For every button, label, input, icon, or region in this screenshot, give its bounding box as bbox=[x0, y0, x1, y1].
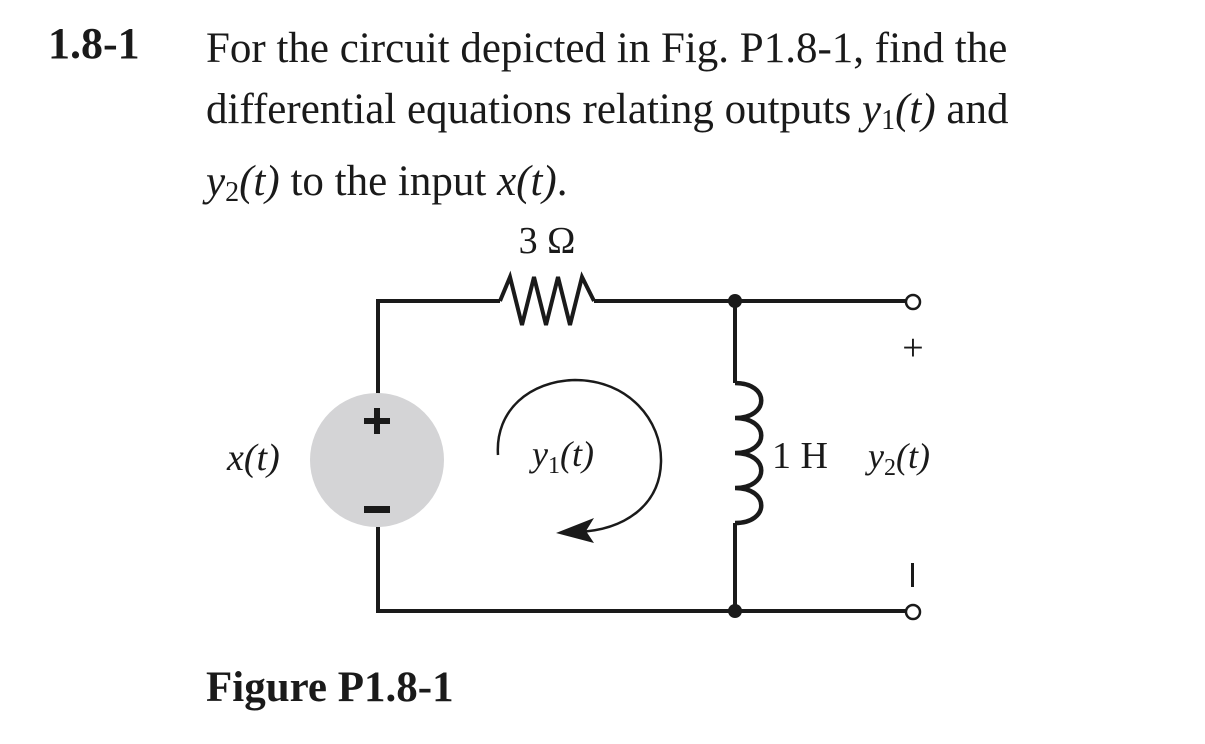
voltage-source bbox=[310, 393, 444, 527]
output-var: y bbox=[865, 436, 884, 476]
problem-line-1: For the circuit depicted in Fig. P1.8-1,… bbox=[206, 25, 1008, 72]
output-y2-var: y bbox=[206, 158, 226, 205]
resistor-label: 3 Ω bbox=[519, 220, 576, 262]
output-terminal-bottom bbox=[904, 603, 922, 621]
loop-arg: (t) bbox=[560, 434, 594, 474]
output-y1-sub: 1 bbox=[881, 105, 896, 136]
line3-end: . bbox=[556, 158, 568, 205]
loop-var: y bbox=[529, 434, 548, 474]
input-x-var: x(t) bbox=[497, 158, 557, 205]
output-voltage-label: y2(t) bbox=[865, 436, 930, 481]
output-arg: (t) bbox=[896, 436, 930, 476]
problem-number: 1.8-1 bbox=[48, 19, 140, 68]
output-y2-sub: 2 bbox=[225, 177, 240, 208]
problem-line-2: differential equations relating outputs … bbox=[206, 79, 1186, 151]
problem-line-3: y2(t) to the input x(t). bbox=[206, 151, 1186, 223]
loop-current-arrow bbox=[496, 378, 663, 534]
line2-post: and bbox=[935, 86, 1009, 133]
output-y1-arg: (t) bbox=[895, 86, 936, 133]
inductor-label: 1 H bbox=[772, 435, 828, 477]
loop-arrowhead-icon bbox=[556, 518, 594, 543]
loop-current-label: y1(t) bbox=[529, 434, 594, 479]
output-plus-sign: + bbox=[902, 327, 923, 369]
line2-pre: differential equations relating outputs bbox=[206, 86, 862, 133]
inductor-symbol bbox=[734, 380, 764, 526]
output-y1-var: y bbox=[861, 86, 882, 133]
problem-statement: For the circuit depicted in Fig. P1.8-1,… bbox=[206, 18, 1186, 223]
output-sub: 2 bbox=[884, 455, 896, 481]
output-y2-arg: (t) bbox=[239, 158, 280, 205]
output-terminal-top bbox=[904, 293, 922, 311]
loop-sub: 1 bbox=[548, 453, 560, 479]
resistor-symbol bbox=[498, 270, 596, 326]
source-minus bbox=[364, 506, 390, 513]
line3-mid: to the input bbox=[279, 158, 498, 205]
output-minus-sign bbox=[911, 563, 914, 587]
source-plus-v bbox=[374, 408, 380, 434]
figure-caption: Figure P1.8-1 bbox=[206, 664, 454, 711]
source-label: x(t) bbox=[226, 437, 280, 479]
